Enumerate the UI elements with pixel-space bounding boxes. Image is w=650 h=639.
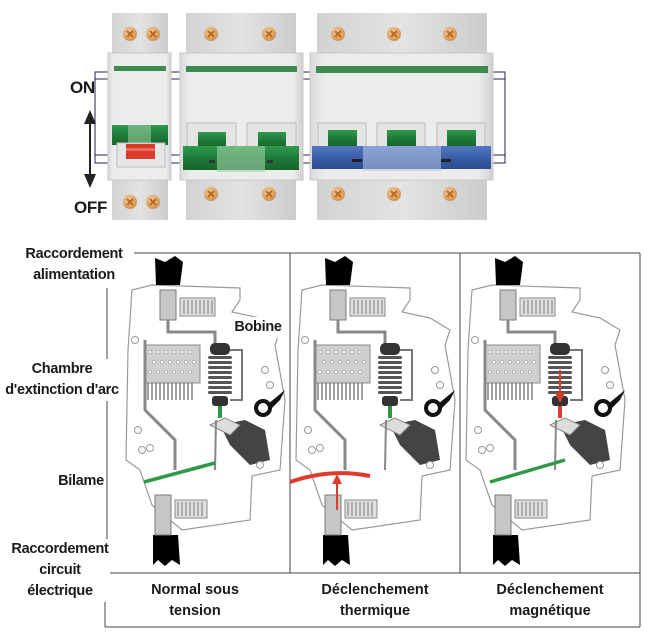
state-magnetic-line2: magnétique (509, 603, 591, 619)
label-supply-line2: alimentation (33, 267, 115, 283)
coil-icon (210, 343, 230, 355)
screw-icon (387, 27, 401, 41)
breakers-illustration (94, 13, 506, 220)
bimetal-strip (489, 458, 566, 484)
screw-icon (204, 187, 218, 201)
breaker-two-pole (179, 13, 304, 220)
mechanism-panel (465, 256, 626, 566)
mechanism-panel (289, 256, 456, 566)
label-arc-line2: d'extinction d'arc (5, 382, 119, 398)
state-thermal: Déclenchement thermique (300, 580, 450, 622)
screw-icon (387, 187, 401, 201)
supply-cable-icon (325, 256, 353, 285)
state-normal-line2: tension (169, 603, 221, 619)
screw-icon (262, 27, 276, 41)
screw-icon (331, 27, 345, 41)
screw-icon (146, 195, 160, 209)
state-normal: Normal sous tension (130, 580, 260, 622)
bimetal-strip (289, 471, 371, 484)
circuit-cable-icon (493, 535, 520, 566)
label-bimetal: Bilame (58, 471, 104, 492)
state-thermal-line2: thermique (339, 603, 411, 619)
state-magnetic: Déclenchement magnétique (475, 580, 625, 622)
coil-icon (380, 343, 400, 355)
label-circuit-line1: Raccordement (11, 541, 109, 557)
circuit-cable-icon (153, 535, 180, 566)
arc-chamber (314, 344, 371, 384)
label-arc-chamber: Chambre d'extinction d'arc (2, 359, 122, 401)
mechanism-panel (125, 256, 286, 566)
off-label: OFF (74, 198, 108, 217)
panel-frame (104, 252, 641, 628)
screws (123, 27, 457, 209)
label-circuit-connection: Raccordement circuit électrique (10, 539, 110, 602)
supply-cable-icon (155, 256, 183, 285)
screw-icon (204, 27, 218, 41)
on-label: ON (70, 78, 95, 97)
bimetal-strip (143, 461, 216, 484)
screw-icon (123, 27, 137, 41)
breaker-three-pole (309, 13, 494, 220)
label-supply-connection: Raccordement alimentation (14, 244, 134, 286)
label-arc-line1: Chambre (31, 361, 93, 377)
supply-cable-icon (495, 256, 523, 285)
screw-icon (262, 187, 276, 201)
screw-icon (146, 27, 160, 41)
label-coil: Bobine (228, 317, 288, 338)
screw-icon (443, 27, 457, 41)
arc-chamber (144, 344, 201, 384)
state-normal-line1: Normal sous (151, 582, 239, 598)
arc-chamber (484, 344, 541, 384)
circuit-cable-icon (323, 535, 350, 566)
on-off-arrow-icon (84, 110, 96, 188)
state-magnetic-line1: Déclenchement (496, 582, 604, 598)
label-supply-line1: Raccordement (25, 246, 123, 262)
screw-icon (123, 195, 137, 209)
coil-icon (550, 343, 570, 355)
screw-icon (443, 187, 457, 201)
label-circuit-line2: circuit électrique (27, 562, 93, 599)
screw-icon (331, 187, 345, 201)
state-thermal-line1: Déclenchement (321, 582, 429, 598)
